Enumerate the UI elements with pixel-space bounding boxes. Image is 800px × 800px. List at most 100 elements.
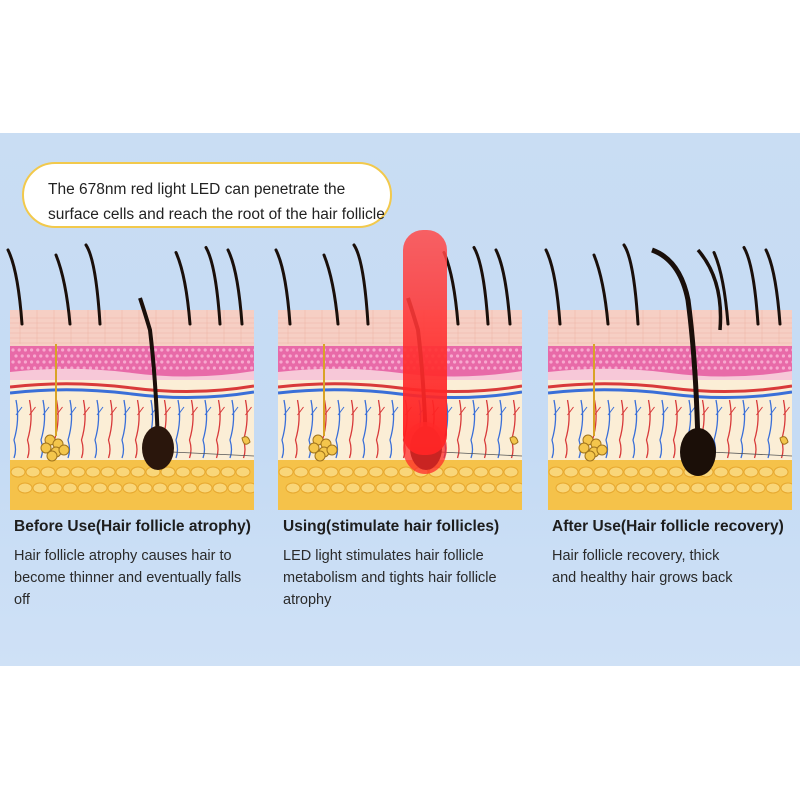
dermis-cell [586, 360, 590, 364]
fat-cell [585, 482, 601, 494]
stage-description-before: Hair follicle atrophy causes hair to bec… [14, 545, 264, 611]
artery-line [278, 382, 522, 394]
dermis-cell [30, 348, 34, 352]
vessel-branch [742, 406, 750, 416]
dermis-cell [620, 366, 624, 370]
dermis-cell [85, 348, 89, 352]
dermis-cell [639, 366, 643, 370]
dermis-cell [384, 348, 388, 352]
fat-cell [25, 466, 41, 478]
fat-cell [10, 466, 26, 478]
dermis-cell [76, 354, 80, 358]
surface-hair [54, 253, 72, 326]
vessel-branch [378, 406, 385, 416]
dermis-cell [316, 348, 320, 352]
gland-lobe [58, 444, 70, 456]
dermis-cell [313, 354, 317, 358]
dermis-cell [338, 354, 342, 358]
dermis-cell [191, 360, 195, 364]
dermis-cell [391, 348, 395, 352]
dermis-cell [490, 360, 494, 364]
dermis-cell [181, 366, 185, 370]
dermis-cell [716, 360, 720, 364]
dermis-cell [620, 354, 624, 358]
dermis-cell [561, 360, 565, 364]
dermis-cell [11, 348, 15, 352]
dermis-cell [633, 354, 637, 358]
dermis-cell [785, 360, 789, 364]
stage-title-using: Using(stimulate hair follicles) [283, 518, 500, 535]
dermis-cell [719, 366, 723, 370]
dermis-cell [126, 366, 130, 370]
dermis-cell [623, 360, 627, 364]
dermis-cell [599, 360, 603, 364]
dermis-cell [240, 348, 244, 352]
vessel-branch [486, 406, 493, 416]
dermis-cell [26, 366, 30, 370]
fat-cell [375, 482, 391, 494]
blood-vessel [202, 399, 208, 459]
vessel-branch [15, 406, 23, 416]
fat-cell [435, 482, 451, 494]
dermis-cell [335, 348, 339, 352]
dermis-cell [574, 348, 578, 352]
surface-hair [322, 253, 340, 326]
dermis-cell [561, 348, 565, 352]
dermis-cell [750, 366, 754, 370]
dermis-cell [288, 366, 292, 370]
dermis-cell [231, 354, 235, 358]
dermis-cell [741, 348, 745, 352]
vessel-branch [324, 406, 331, 416]
dermis-cell [285, 360, 289, 364]
dermis-cell [294, 354, 298, 358]
fat-cell [338, 466, 354, 478]
dermis-cell [113, 366, 117, 370]
fat-cell [765, 482, 781, 494]
dermis-cell [685, 360, 689, 364]
blood-vessel [308, 399, 314, 459]
fat-cell [235, 466, 251, 478]
dermis-cell [651, 366, 655, 370]
vessel-branch [164, 406, 171, 416]
gland-lobe [596, 444, 608, 456]
dermis-cell [493, 366, 497, 370]
gland-lobe [326, 444, 338, 456]
dermis-cell [350, 366, 354, 370]
dermis-cell [104, 348, 108, 352]
dermis-cell [110, 348, 114, 352]
vessel-branch [351, 406, 358, 416]
dermis-cell [741, 360, 745, 364]
dermis-cell [719, 354, 723, 358]
fat-cell [743, 466, 759, 478]
fat-cell [175, 466, 191, 478]
dermis-cell [499, 366, 503, 370]
surface-hair [592, 253, 610, 326]
fat-cell [465, 482, 481, 494]
vessel-branch [634, 406, 642, 416]
dermis-cell [639, 354, 643, 358]
vein-line [548, 388, 792, 400]
surface-hair [696, 248, 723, 331]
dermis-cell [163, 366, 167, 370]
dermis-cell [781, 366, 785, 370]
dermis-cell [642, 348, 646, 352]
dermis-cell [480, 366, 484, 370]
fat-cell [720, 482, 736, 494]
dermis-cell [577, 354, 581, 358]
dermis-cell [459, 360, 463, 364]
dermis-cell [200, 366, 204, 370]
dermis-cell [518, 366, 522, 370]
dermis-cell [240, 360, 244, 364]
dermis-cell [298, 348, 302, 352]
vessel-branch [621, 406, 628, 416]
dermis-cell [301, 366, 305, 370]
dermis-cell [636, 360, 640, 364]
dermis-cell [378, 348, 382, 352]
dermis-cell [304, 348, 308, 352]
dermis-cell [747, 348, 751, 352]
vessel-branch [715, 406, 723, 416]
dermis-cell [577, 366, 581, 370]
dermis-cell [661, 360, 665, 364]
dermis-cell [57, 354, 62, 358]
fat-cell [205, 466, 221, 478]
